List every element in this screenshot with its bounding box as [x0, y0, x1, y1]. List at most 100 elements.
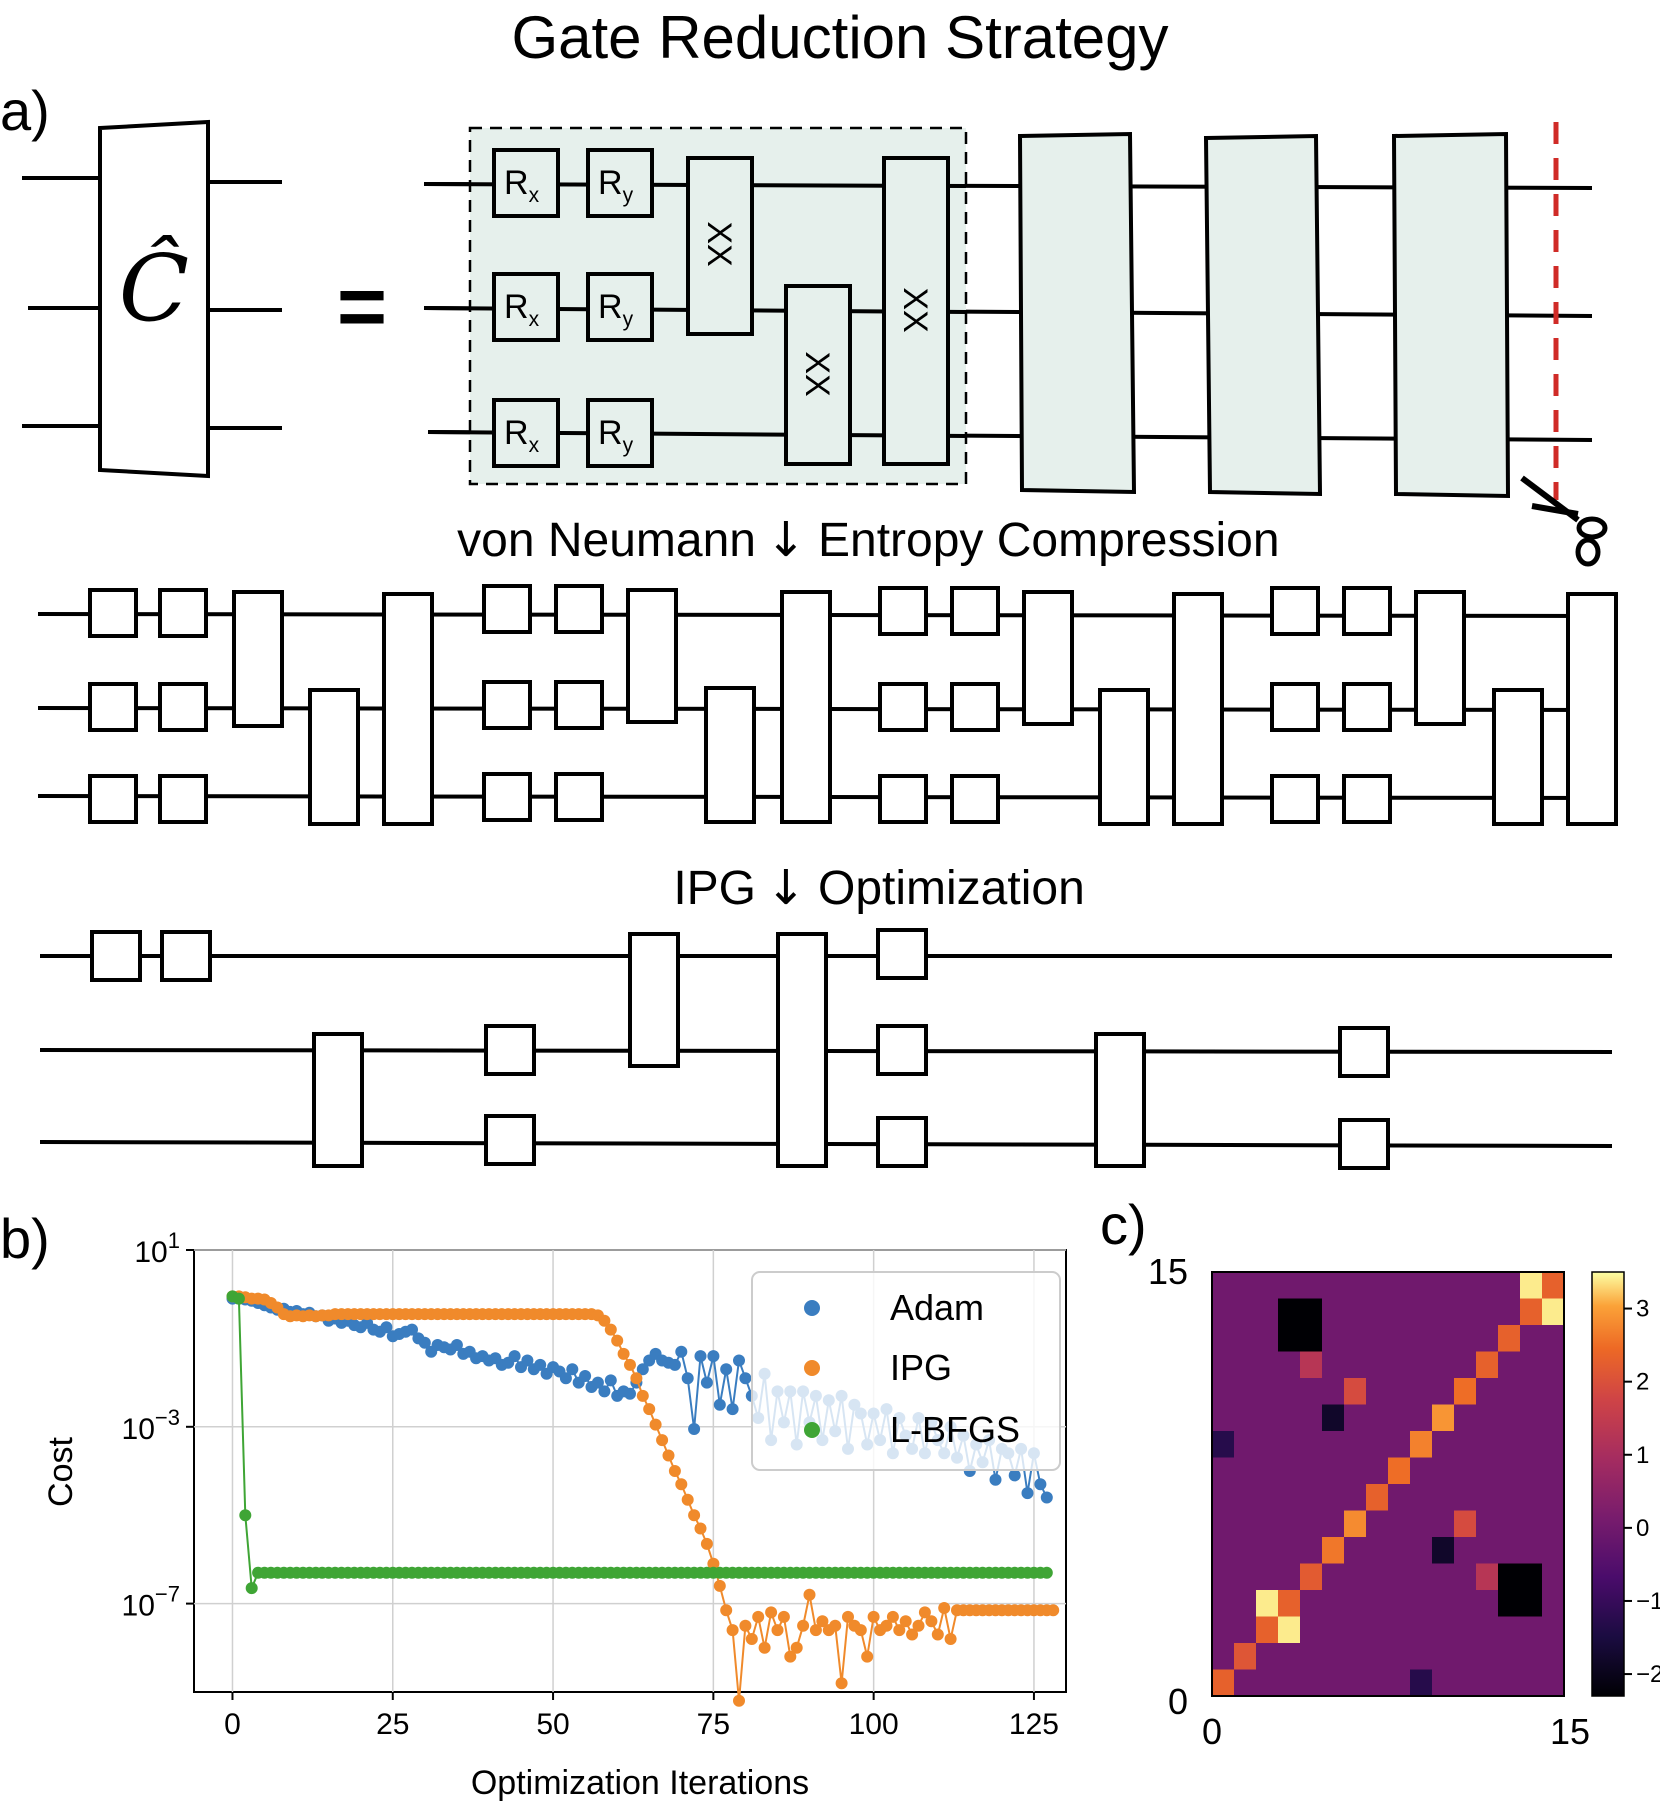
colorbar-tick-label: 0	[1636, 1515, 1649, 1542]
ry-label: Ry	[598, 164, 634, 207]
data-point	[713, 1579, 726, 1592]
heatmap-axis: 15 0 0 15	[1148, 1251, 1590, 1752]
data-point	[604, 1374, 617, 1387]
heatmap-cell	[1410, 1431, 1432, 1458]
operator-block	[22, 119, 282, 479]
data-point	[720, 1604, 733, 1617]
panel-c-label: c)	[1100, 1193, 1147, 1256]
data-point	[636, 1363, 649, 1376]
data-point	[617, 1347, 630, 1360]
heatmap-cell	[1542, 1298, 1564, 1325]
heatmap-cell	[1322, 1537, 1344, 1564]
data-point	[688, 1423, 701, 1435]
legend-label-ipg: IPG	[890, 1347, 952, 1388]
x-tick-label: 75	[697, 1708, 730, 1741]
heatmap-cell	[1256, 1590, 1278, 1617]
heatmap-cell	[1300, 1563, 1322, 1590]
data-point	[1034, 1478, 1047, 1491]
data-point	[854, 1624, 867, 1637]
y-tick-label: 10−7	[122, 1582, 180, 1623]
heatmap-cell	[1498, 1325, 1520, 1352]
heatmap-cell	[1388, 1457, 1410, 1484]
data-point	[989, 1473, 1002, 1486]
heatmap-y-tick: 0	[1168, 1681, 1188, 1722]
heatmap-cell	[1432, 1537, 1454, 1564]
equals-sign: =	[337, 259, 387, 355]
y-axis-label: Cost	[42, 1436, 80, 1506]
data-point	[726, 1403, 739, 1416]
data-point	[777, 1610, 790, 1623]
data-point	[1021, 1487, 1034, 1500]
legend-label-adam: Adam	[890, 1287, 984, 1328]
x-tick-label: 0	[224, 1708, 241, 1741]
data-point	[630, 1372, 643, 1385]
x-tick-label: 25	[376, 1708, 409, 1741]
heatmap-frame	[1211, 1271, 1565, 1697]
x-axis-label: Optimization Iterations	[471, 1764, 809, 1802]
colorbar-tick-label: −2	[1636, 1661, 1660, 1688]
data-point	[700, 1537, 713, 1550]
data-point	[668, 1465, 681, 1477]
heatmap-cell	[1344, 1378, 1366, 1405]
optimized-circuit	[39, 928, 1613, 1170]
operator-symbol: Ĉ	[119, 234, 189, 342]
data-point	[1008, 1469, 1021, 1482]
data-point	[611, 1334, 624, 1347]
heatmap-cell	[1300, 1351, 1322, 1378]
data-point	[733, 1694, 745, 1707]
data-point	[624, 1358, 636, 1371]
data-point	[681, 1372, 694, 1385]
data-point	[624, 1387, 636, 1400]
colorbar-tick-label: −1	[1636, 1588, 1660, 1615]
x-tick-label: 50	[536, 1708, 569, 1741]
step1-right-text: Entropy Compression	[818, 514, 1280, 567]
heatmap-cell	[1322, 1404, 1344, 1431]
colorbar-tick-label: 1	[1636, 1442, 1649, 1469]
heatmap-cell	[1498, 1563, 1520, 1590]
xx-label: XX	[700, 221, 738, 266]
y-tick-label: 10−3	[122, 1405, 180, 1446]
data-point	[835, 1677, 848, 1690]
heatmap-x-tick: 15	[1550, 1711, 1590, 1752]
data-point	[534, 1358, 547, 1371]
heatmap-cell	[1498, 1590, 1520, 1617]
heatmap-cell	[1212, 1431, 1234, 1458]
legend-marker-ipg	[804, 1360, 820, 1376]
data-point	[450, 1339, 463, 1351]
data-point	[232, 1292, 245, 1305]
data-point	[700, 1376, 713, 1389]
data-point	[925, 1615, 938, 1628]
data-point	[1047, 1604, 1060, 1617]
data-point	[694, 1522, 707, 1535]
data-point	[720, 1363, 733, 1376]
data-point	[675, 1478, 688, 1491]
data-point	[713, 1398, 726, 1411]
down-arrow-icon: ↓	[766, 860, 806, 916]
data-point	[765, 1606, 778, 1619]
legend-marker-lbfgs	[804, 1422, 820, 1438]
data-point	[745, 1633, 758, 1645]
data-point	[1040, 1491, 1053, 1504]
heatmap-cell	[1344, 1510, 1366, 1537]
step2-left-text: IPG	[673, 862, 756, 915]
series-ipg	[226, 1290, 1060, 1707]
x-tick-label: 100	[849, 1708, 899, 1741]
data-point	[784, 1650, 797, 1663]
compressed-circuit	[37, 584, 1618, 826]
data-point	[707, 1350, 720, 1363]
ipg-optimization-step: IPG ↓ Optimization	[673, 860, 1084, 916]
data-point	[739, 1372, 752, 1385]
data-point	[918, 1606, 931, 1619]
data-point	[508, 1350, 521, 1363]
series-l-bfgs	[226, 1290, 1053, 1595]
data-point	[739, 1619, 752, 1632]
data-point	[803, 1588, 816, 1601]
data-point	[675, 1345, 688, 1358]
scissors-icon	[1520, 475, 1608, 567]
data-point	[656, 1434, 669, 1447]
data-point	[912, 1619, 925, 1632]
